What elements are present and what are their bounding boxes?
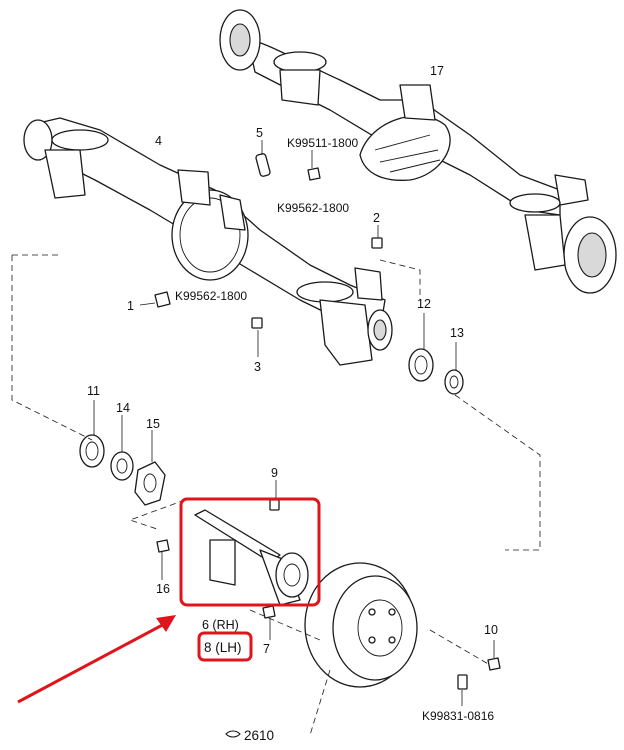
part-label-9: 9	[271, 466, 278, 480]
nut-16	[156, 539, 170, 580]
part-8-lh-highlight-box	[197, 631, 253, 662]
hardware-part-5	[255, 140, 271, 177]
part-label-15: 15	[146, 417, 160, 431]
part-label-7: 7	[263, 642, 270, 656]
page-reference-number[interactable]: 2610	[244, 728, 274, 743]
assembly-outline-lower	[249, 609, 491, 736]
seal-12	[408, 313, 434, 382]
part-label-11: 11	[87, 384, 100, 398]
part-label-14: 14	[116, 401, 130, 415]
part-label-6-rh: 6 (RH)	[202, 618, 239, 632]
hardware-nut-1	[139, 291, 171, 308]
part-label-10: 10	[484, 623, 498, 637]
ref-k99562-top: K99562-1800	[277, 201, 349, 215]
part-label-17: 17	[430, 64, 444, 78]
axle-shaft-highlight-box	[179, 497, 321, 607]
part-label-4: 4	[155, 134, 162, 148]
brake-drum	[304, 562, 418, 688]
red-pointer-arrow	[17, 615, 176, 704]
axle-shaft	[194, 509, 309, 606]
part-label-12: 12	[417, 297, 431, 311]
ref-k99562-left: K99562-1800	[175, 289, 247, 303]
part-label-2: 2	[373, 211, 380, 225]
book-reference-icon	[225, 730, 241, 738]
bearing-11	[79, 400, 105, 468]
part-label-13: 13	[450, 326, 464, 340]
bearing-13	[444, 342, 464, 395]
assembly-outline-upper	[11, 254, 541, 551]
rear-axle-housing-upper	[219, 9, 617, 294]
rear-axle-housing	[23, 117, 393, 366]
ref-k99831: K99831-0816	[422, 709, 494, 723]
wheel-nut-10	[487, 640, 501, 671]
seal-14	[110, 415, 134, 481]
bolt-k99831	[457, 674, 468, 706]
part-label-16: 16	[156, 582, 170, 596]
part-label-8-lh: 8 (LH)	[204, 640, 242, 655]
page-reference[interactable]: 2610	[225, 728, 274, 743]
nut-7	[262, 605, 276, 640]
part-label-3: 3	[254, 360, 261, 374]
hardware-bolt-3	[251, 317, 263, 357]
ref-k99511: K99511-1800	[287, 136, 359, 150]
hardware-nut-k99511	[307, 150, 321, 181]
bolt-9	[269, 480, 280, 511]
part-label-1: 1	[127, 299, 134, 313]
hardware-bolt-2	[371, 225, 383, 249]
retainer-plate-15	[134, 430, 166, 506]
part-label-5: 5	[256, 126, 263, 140]
